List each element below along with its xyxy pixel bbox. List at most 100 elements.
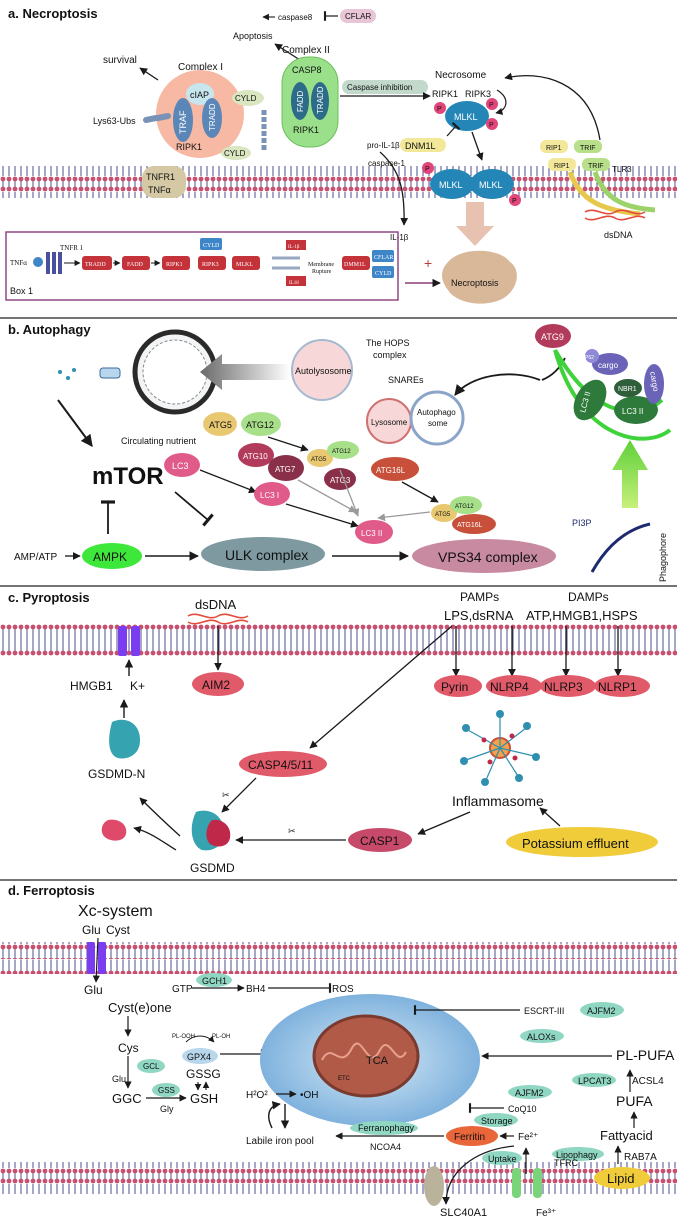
- pamps-label: PAMPs: [460, 590, 499, 604]
- gsdmdn-label: GSDMD-N: [88, 767, 145, 781]
- tca-label: TCA: [366, 1055, 389, 1067]
- cargo-label-1: cargo: [598, 361, 619, 370]
- traf-node: [173, 98, 193, 142]
- nlrp4-label: NLRP4: [490, 680, 529, 694]
- dsdna-helix-a: [584, 209, 646, 215]
- cyst-import-arrow: [92, 937, 100, 983]
- autophagosome-icon: [409, 390, 465, 446]
- fattyacid-label: Fattyacid: [600, 1128, 653, 1143]
- tlr3-receptor-1: [567, 171, 641, 217]
- tnfr1-node: [142, 166, 186, 198]
- panel-d-title: d. Ferroptosis: [8, 883, 95, 898]
- p-label: P: [425, 166, 430, 173]
- tfrc-receptor-icon: [512, 1168, 521, 1198]
- pamps-list: LPS,dsRNA: [444, 608, 514, 623]
- ros-label: ROS: [332, 984, 354, 995]
- phagophore-to-autophagosome-arrow: [454, 373, 541, 396]
- phagophore-membrane-2: [553, 349, 672, 441]
- gly-label: Gly: [160, 1104, 174, 1114]
- lc3i-label: LC3 I: [260, 491, 279, 500]
- lc3-label: LC3: [172, 461, 189, 471]
- p-label: P: [489, 102, 494, 109]
- atg16l-node: [371, 457, 419, 481]
- trif-label-2: TRIF: [588, 163, 604, 170]
- ubiquitin-chain: [143, 115, 159, 123]
- atg12-conjugation-arrow: [267, 436, 309, 452]
- gch1-node: [196, 973, 232, 987]
- atg10-node: [238, 443, 274, 467]
- xc-transporter-icon: [87, 942, 95, 974]
- dnm1l-inhibit: [446, 122, 461, 137]
- cyst-label: Cyst: [106, 923, 131, 937]
- ubiquitin-chain: [155, 113, 171, 121]
- box-ripk3-node: [198, 256, 226, 270]
- lc3ii-node-2: [614, 396, 658, 424]
- dsdna-helix-c: [187, 613, 249, 619]
- nbr1-node: [614, 379, 642, 397]
- dsdna-label-a: dsDNA: [604, 230, 633, 240]
- mlkl-membrane-label-1: MLKL: [439, 180, 463, 190]
- aim2-node: [192, 672, 244, 696]
- box-tradd-node: [82, 256, 112, 270]
- box-1-label: Box 1: [10, 286, 33, 296]
- bh4-label: BH4: [246, 984, 266, 995]
- phagophore-curve: [590, 522, 651, 573]
- ajfm2-label-1: AJFM2: [587, 1006, 616, 1016]
- ripk1-label-complex-i: RIPK1: [176, 142, 202, 152]
- box-ripk3-label: RIPK3: [202, 262, 219, 268]
- atg16l-label: ATG16L: [376, 466, 406, 475]
- rip1-label-2: RIP1: [554, 163, 570, 170]
- fe2-label: Fe²⁺: [518, 1132, 538, 1143]
- autophagosome-label-1: Autophago: [417, 408, 456, 417]
- atg3-label: ATG3: [330, 476, 351, 485]
- caspase8-label: caspase8: [278, 13, 313, 22]
- complex-i-to-survival-arrow: [139, 67, 159, 81]
- box-cflar-node: [372, 250, 394, 262]
- pamps-to-casp4511-arrow: [309, 625, 453, 749]
- cargo-node-2: [644, 364, 664, 404]
- dnm1l-label: DNM1L: [405, 141, 436, 151]
- vps34-complex-label: VPS34 complex: [438, 549, 538, 565]
- box-cyld-node: [200, 238, 222, 250]
- box-membrane: [272, 256, 300, 270]
- complex-i-label: Complex I: [178, 62, 223, 73]
- gsdmd-to-gsdmdn-arrow: [139, 797, 181, 837]
- necrosome-label: Necrosome: [435, 70, 487, 81]
- hops-label: The HOPS: [366, 338, 410, 348]
- box-cyld2-label: CYLD: [375, 271, 392, 277]
- gradient-arrow-to-lysosome: [200, 354, 290, 390]
- cys-label: Cys: [118, 1041, 139, 1055]
- panel-ferroptosis: d. Ferroptosis Xc-system Glu Cyst Glu Cy…: [0, 883, 677, 1219]
- hmgb1-label: HMGB1: [70, 679, 113, 693]
- cflar-node-a: [340, 9, 376, 23]
- mlkl-label-necrosome: MLKL: [454, 112, 478, 122]
- tlr3-receptor-2: [592, 171, 656, 213]
- lpcat3-node: [572, 1073, 616, 1087]
- lysosome-inner: [142, 339, 208, 405]
- caspase1-label: caspase-1: [368, 159, 405, 168]
- p-label: P: [437, 106, 442, 113]
- casp1-node: [348, 828, 412, 852]
- atg9-label: ATG9: [541, 332, 564, 342]
- tlr3-label: TLR3: [612, 165, 632, 174]
- box-mlkl-label: MLKL: [236, 262, 253, 268]
- lipophagy-node: [552, 1147, 604, 1161]
- atg7-label: ATG7: [275, 465, 296, 474]
- gsdmd-label: GSDMD: [190, 861, 235, 875]
- atg12-conj-node: [327, 441, 359, 459]
- lysosome-label: Lysosome: [371, 418, 408, 427]
- rip1-label-1: RIP1: [546, 145, 562, 152]
- p-site: [486, 118, 498, 130]
- scissors-icon: ✂: [222, 790, 230, 800]
- inflammasome-to-casp1-arrow: [417, 811, 471, 835]
- lc3i-to-lc3ii-arrow: [285, 503, 359, 528]
- mlkl-membrane-node-2: [470, 169, 514, 199]
- scissors-icon: ✂: [288, 826, 296, 836]
- box-receptor: [46, 252, 50, 274]
- box-ripk1-label: RIPK1: [166, 262, 183, 268]
- box-cyld-label: CYLD: [203, 243, 220, 249]
- tradd-label-complex-ii: TRADD: [316, 86, 325, 114]
- lc3ii-label-2: LC3 II: [622, 407, 643, 416]
- coq10-label: CoQ10: [508, 1104, 537, 1114]
